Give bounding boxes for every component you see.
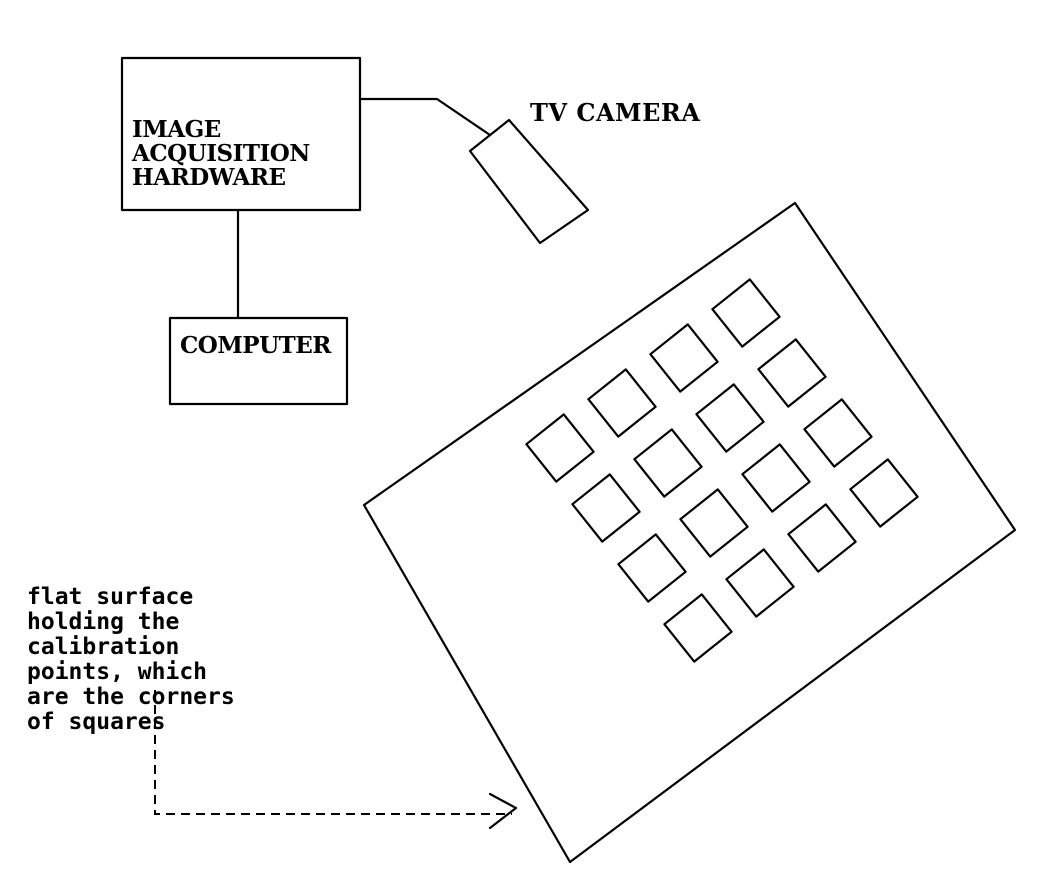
calibration-square bbox=[587, 368, 657, 438]
calibration-square bbox=[617, 533, 687, 603]
calibration-square bbox=[571, 473, 641, 543]
surface-note-line: flat surface bbox=[27, 584, 194, 610]
computer-label: COMPUTER bbox=[180, 332, 331, 359]
hardware-label-line: HARDWARE bbox=[132, 164, 286, 191]
hardware-label-line: IMAGE bbox=[132, 116, 221, 143]
image-acquisition-hardware-box bbox=[120, 56, 362, 212]
surface-note-line: are the corners bbox=[27, 684, 235, 710]
note-pointer-line bbox=[154, 690, 512, 815]
calibration-square bbox=[679, 488, 749, 558]
calibration-square bbox=[649, 323, 719, 393]
calibration-square bbox=[711, 278, 781, 348]
hardware-label-line: ACQUISITION bbox=[132, 140, 310, 167]
computer-box bbox=[168, 316, 349, 406]
surface-note-line: calibration bbox=[27, 634, 180, 660]
calibration-square bbox=[695, 383, 765, 453]
note-pointer-arrowhead bbox=[488, 792, 518, 830]
tv-camera-body bbox=[468, 118, 590, 245]
calibration-square bbox=[849, 458, 919, 528]
calibration-square bbox=[787, 503, 857, 573]
surface-note-line: holding the bbox=[27, 609, 180, 635]
calibration-square bbox=[663, 593, 733, 663]
calibration-squares bbox=[525, 278, 919, 663]
calibration-square bbox=[741, 443, 811, 513]
calibration-square bbox=[725, 548, 795, 618]
calibration-square bbox=[525, 413, 595, 483]
calibration-square bbox=[803, 398, 873, 468]
calibration-square bbox=[757, 338, 827, 408]
hardware-to-camera-cable bbox=[358, 97, 492, 137]
flat-calibration-surface bbox=[362, 201, 1017, 864]
surface-note-line: of squares bbox=[27, 709, 166, 735]
surface-note-line: points, which bbox=[27, 659, 208, 685]
calibration-square bbox=[633, 428, 703, 498]
tv-camera-label: TV CAMERA bbox=[530, 98, 701, 127]
